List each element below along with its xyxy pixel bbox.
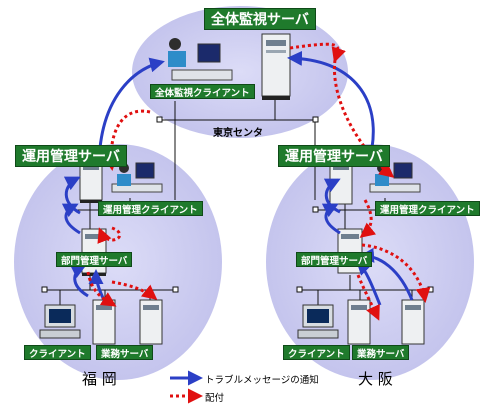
osaka-dept-server-label: 部門管理サーバ [296, 252, 373, 267]
fukuoka-site-name: 福 岡 [82, 370, 117, 388]
fukuoka-business-server-2-icon [139, 299, 163, 345]
osaka-ops-client-icon [369, 162, 421, 193]
osaka-business-server-1-icon [347, 299, 371, 345]
osaka-ops-client-label: 運用管理クライアント [375, 201, 480, 216]
global-monitor-server-label: 全体監視サーバ [204, 8, 316, 30]
fukuoka-business-server-1-icon [92, 299, 116, 345]
fukuoka-dept-server-label: 部門管理サーバ [56, 252, 133, 267]
osaka-business-server-label: 業務サーバ [352, 345, 410, 360]
fukuoka-ops-client-icon [111, 162, 163, 193]
legend-notify-label: トラブルメッセージの通知 [205, 375, 319, 386]
legend-deploy-label: 配付 [205, 393, 225, 404]
osaka-business-server-2-icon [401, 299, 425, 345]
global-monitor-client-icon [168, 38, 233, 81]
fukuoka-business-server-label: 業務サーバ [96, 345, 154, 360]
osaka-client-pc-icon [297, 304, 339, 339]
osaka-ops-server-label: 運用管理サーバ [278, 145, 390, 167]
fukuoka-ops-server-label: 運用管理サーバ [15, 145, 127, 167]
tokyo-center-label: 東京センタ [213, 128, 263, 139]
global-monitor-server-icon [261, 33, 291, 100]
fukuoka-client-label: クライアント [24, 345, 91, 360]
global-monitor-client-label: 全体監視クライアント [150, 84, 255, 99]
osaka-site-name: 大 阪 [358, 370, 393, 388]
fukuoka-ops-client-label: 運用管理クライアント [98, 201, 203, 216]
osaka-client-label: クライアント [283, 345, 350, 360]
tokyo-region [132, 6, 348, 138]
fukuoka-client-pc-icon [39, 304, 81, 339]
